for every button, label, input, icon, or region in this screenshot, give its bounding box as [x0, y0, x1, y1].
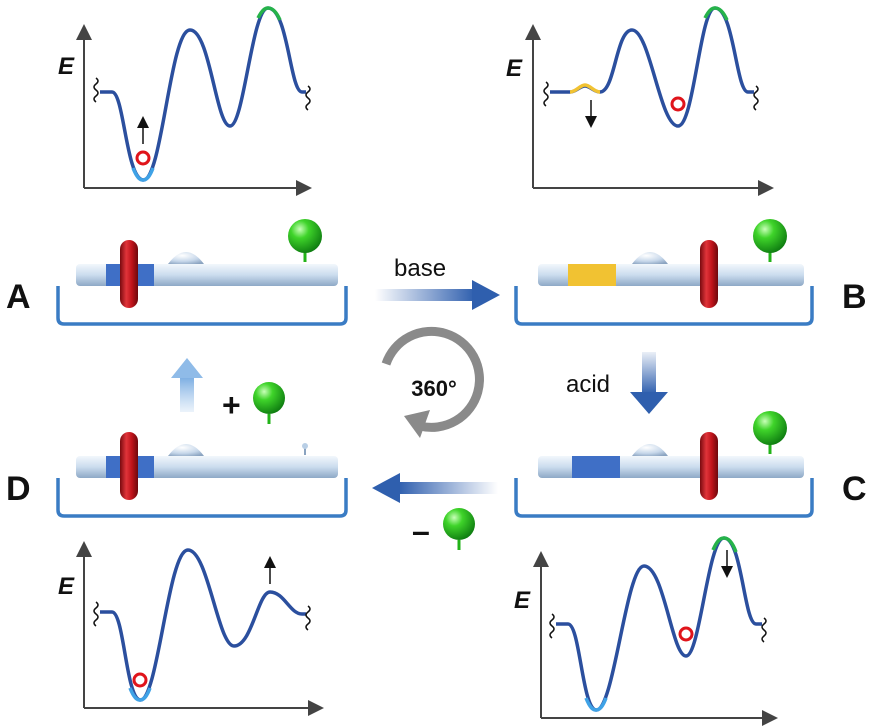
- arrow-head: [472, 280, 500, 310]
- energy-axis-label: E: [514, 587, 531, 614]
- green-blocker: [288, 219, 322, 253]
- squiggle-right: [305, 605, 311, 631]
- rotation-label: 360°: [411, 376, 457, 401]
- red-ring: [700, 432, 718, 500]
- station-highlight: [569, 83, 601, 94]
- rotaxane-c: [514, 411, 814, 518]
- squiggle-left: [93, 77, 99, 103]
- ring-position-marker: [670, 96, 686, 112]
- arrow-head: [630, 392, 668, 414]
- minimum-highlight: [128, 687, 152, 702]
- red-ring: [120, 432, 138, 500]
- barrier-highlight: [256, 6, 282, 21]
- squiggle-left: [549, 613, 555, 639]
- step-c-to-d: –: [372, 473, 498, 550]
- rotaxane-b: [514, 219, 814, 326]
- step-d-to-a: +: [171, 358, 285, 424]
- squiggle-left: [543, 81, 549, 107]
- step-label-base: base: [394, 255, 446, 282]
- ring-position-marker: [135, 150, 151, 166]
- rotaxane-d: [56, 432, 348, 518]
- station-blue: [572, 456, 620, 478]
- energy-curve: [550, 6, 754, 128]
- energy-axis-label: E: [506, 55, 523, 82]
- step-a-to-b: base: [375, 255, 500, 310]
- arrow-shaft: [375, 289, 475, 301]
- rotation-icon: 360°: [381, 326, 484, 438]
- step-sign-minus: –: [412, 513, 430, 549]
- state-label-d: D: [6, 470, 31, 508]
- arrow-shaft: [180, 378, 194, 412]
- squiggle-right: [753, 85, 759, 111]
- energy-profile-d: E: [58, 541, 324, 716]
- barrier-highlight: [711, 536, 738, 553]
- red-ring: [120, 240, 138, 308]
- macrocycle-loop: [514, 478, 814, 518]
- axle-bump: [168, 444, 204, 456]
- macrocycle-loop: [514, 286, 814, 326]
- step-b-to-c: acid: [566, 352, 668, 414]
- energy-curve: [556, 536, 762, 712]
- red-ring: [700, 240, 718, 308]
- energy-axis-label: E: [58, 573, 75, 600]
- green-blocker: [443, 508, 475, 540]
- energy-profile-a: E: [58, 6, 312, 196]
- ring-position-marker: [678, 626, 694, 642]
- arrow-shaft: [398, 482, 498, 494]
- energy-curve: [100, 548, 306, 702]
- squiggle-right: [305, 85, 311, 111]
- green-blocker: [753, 411, 787, 445]
- state-label-a: A: [6, 278, 31, 316]
- macrocycle-loop: [56, 478, 348, 518]
- squiggle-left: [93, 601, 99, 627]
- energy-axis-label: E: [58, 53, 75, 80]
- energy-profile-c: E: [514, 536, 778, 726]
- axle-bump: [632, 252, 668, 264]
- minimum-highlight: [584, 697, 608, 712]
- green-blocker: [753, 219, 787, 253]
- arrow-shaft: [642, 352, 656, 394]
- axle-bump: [632, 444, 668, 456]
- energy-curve: [100, 6, 306, 182]
- state-label-b: B: [842, 278, 867, 316]
- rotation-arrow-head: [404, 410, 430, 438]
- minimum-highlight: [131, 167, 155, 182]
- rotation-arc: [381, 326, 484, 432]
- arrow-head: [372, 473, 400, 503]
- step-label-acid: acid: [566, 371, 610, 398]
- rotaxane-a: [56, 219, 348, 326]
- axle-bump: [168, 252, 204, 264]
- squiggle-right: [761, 617, 767, 643]
- energy-profile-b: E: [506, 6, 774, 196]
- station-yellow: [568, 264, 616, 286]
- arrow-head: [171, 358, 203, 378]
- ring-position-marker: [132, 672, 148, 688]
- state-label-c: C: [842, 470, 867, 508]
- blocker-stub-head: [302, 443, 308, 449]
- green-blocker: [253, 382, 285, 414]
- step-sign-plus: +: [222, 387, 241, 423]
- macrocycle-loop: [56, 286, 348, 326]
- barrier-highlight: [703, 6, 729, 21]
